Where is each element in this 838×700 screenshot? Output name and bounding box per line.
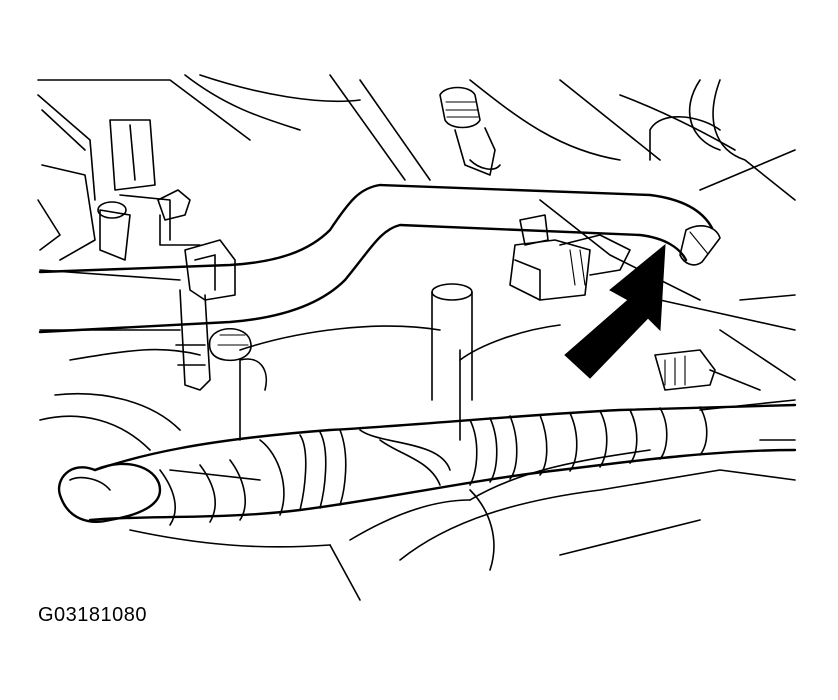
tube-clip-sensor [175,239,252,391]
wiring-harness [88,403,797,526]
callout-arrow-icon [564,243,666,379]
lower-details [129,489,701,601]
right-connector [654,349,761,391]
center-post [431,283,561,441]
left-bracket-assembly [97,119,201,261]
center-connector [509,214,631,301]
engine-background-lines [37,74,796,561]
upper-pipe-fitting [439,86,501,176]
figure-code: G03181080 [38,604,148,626]
harness-end-cap [57,462,162,523]
main-tube [38,183,721,334]
